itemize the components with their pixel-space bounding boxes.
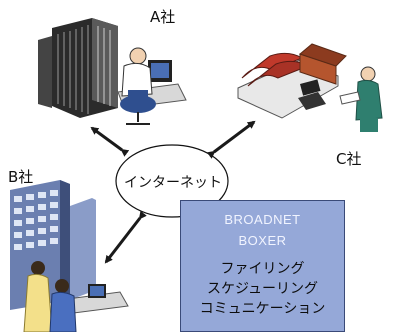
person-icon	[55, 279, 69, 293]
person-icon	[31, 261, 45, 275]
laptop-icon	[298, 92, 326, 110]
connection-arrows	[90, 120, 256, 264]
arrow-a-internet	[90, 126, 130, 157]
company-a-illustration	[38, 18, 187, 125]
company-b-label: B社	[8, 168, 34, 186]
person-icon	[360, 66, 376, 82]
feature-list: ファイリング スケジューリング コミュニケーション	[181, 259, 344, 319]
internet-label: インターネット	[124, 175, 222, 191]
feature-scheduling: スケジューリング	[206, 281, 319, 297]
arrow-b-internet	[104, 210, 147, 264]
feature-communication: コミュニケーション	[199, 301, 326, 317]
company-a-label: A社	[150, 8, 176, 26]
person-icon	[129, 47, 147, 65]
brand-line-2: BOXER	[238, 233, 287, 248]
brand-line-1: BROADNET	[224, 212, 301, 227]
internet-cloud	[115, 144, 229, 218]
company-c-label: C社	[336, 150, 362, 168]
broadnet-boxer-panel: BROADNET BOXER ファイリング スケジューリング コミュニケーション	[180, 200, 345, 332]
product-brand: BROADNET BOXER	[181, 209, 344, 251]
arrow-c-internet	[206, 120, 256, 159]
feature-filing: ファイリング	[220, 261, 305, 277]
company-b-illustration	[10, 180, 129, 332]
company-c-illustration	[237, 43, 383, 132]
